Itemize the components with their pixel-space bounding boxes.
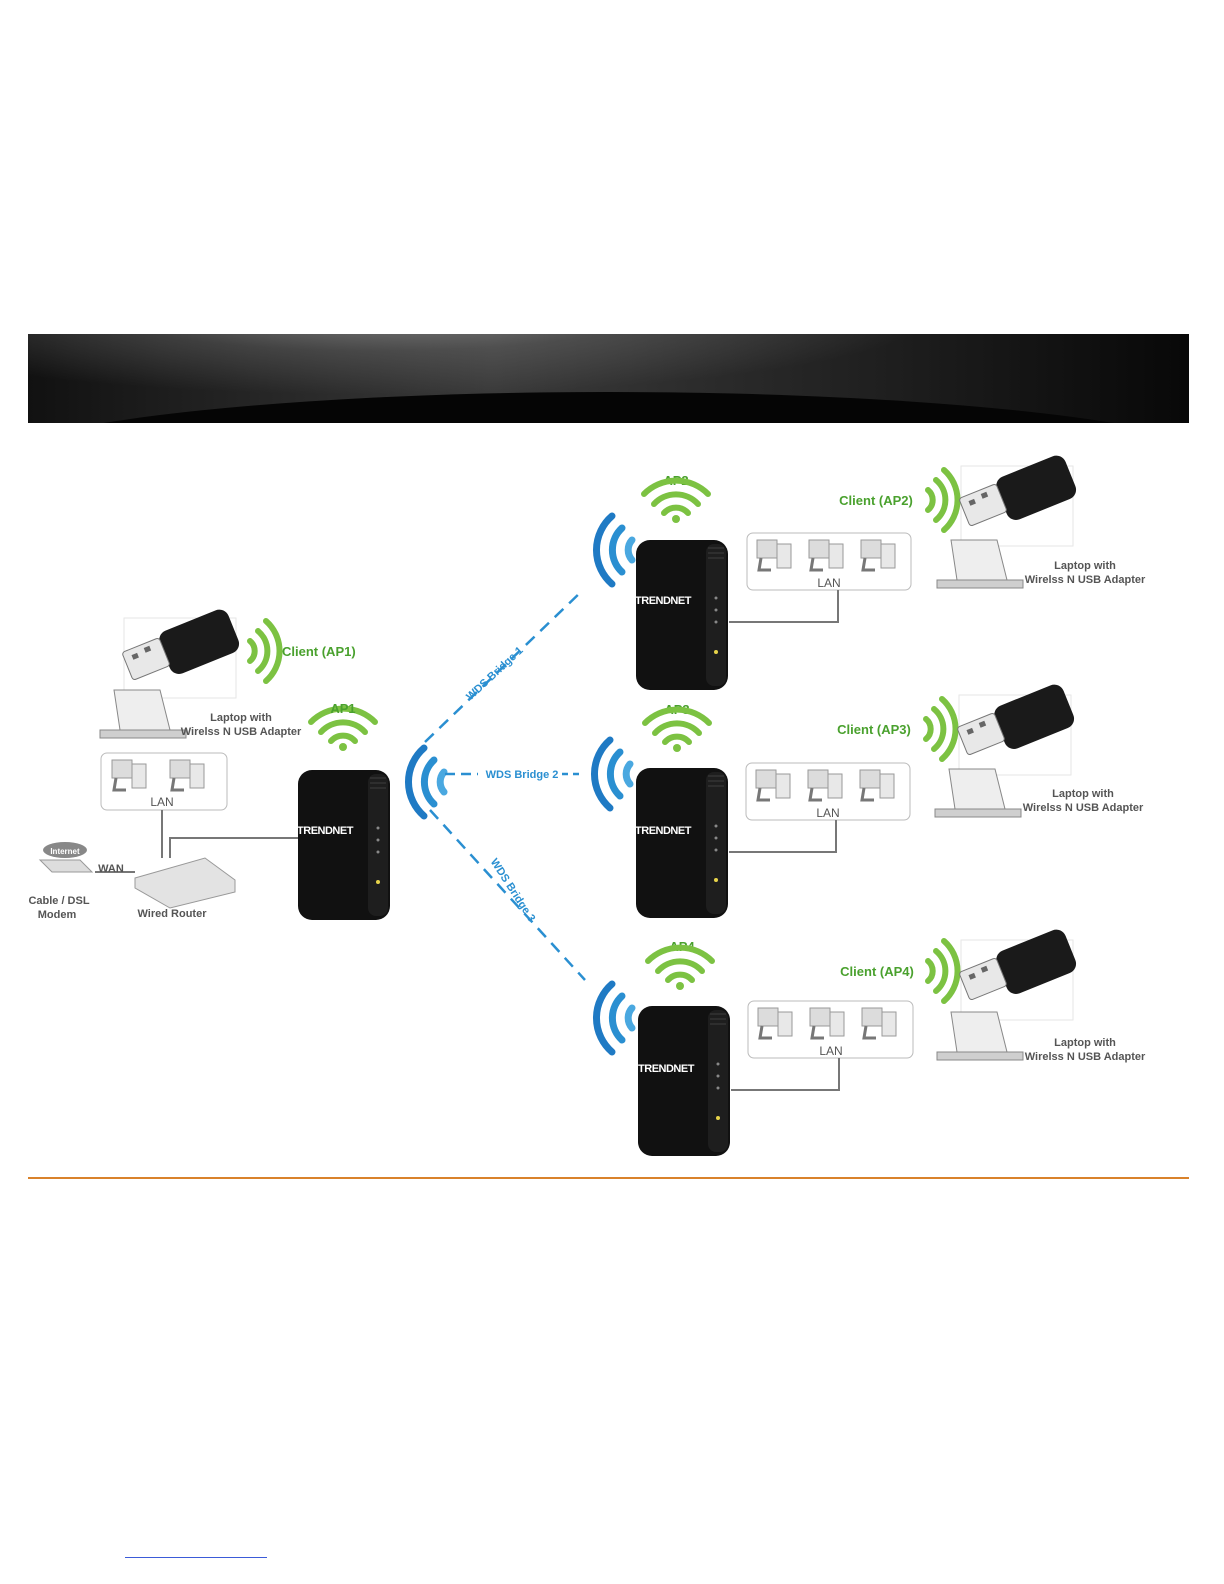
- router-brand-logo: TRENDNET: [638, 1063, 695, 1075]
- modem-label-line1: Cable / DSL: [28, 895, 89, 907]
- laptop-label-line1: Laptop with: [1054, 1037, 1116, 1049]
- laptop-label-line2: Wirelss N USB Adapter: [1025, 574, 1146, 586]
- laptop-label-line2: Wirelss N USB Adapter: [1025, 1051, 1146, 1063]
- bridge-signal-icon: [596, 984, 632, 1052]
- laptop-icon: [99, 689, 187, 739]
- ap1-label: AP1: [330, 701, 355, 716]
- usb-adapter-icon: [958, 452, 1080, 527]
- section-divider: [28, 1177, 1189, 1179]
- wifi-signal-icon: [928, 941, 958, 1001]
- laptop-label-line1: Laptop with: [210, 712, 272, 724]
- client-ap1-label: Client (AP1): [282, 644, 356, 659]
- wifi-signal-icon: [928, 470, 958, 530]
- footer-link-underline[interactable]: [125, 1557, 267, 1558]
- laptop-icon: [936, 1011, 1024, 1061]
- wds-bridge-3-line: [429, 809, 586, 981]
- wds-bridge-2-label: WDS Bridge 2: [486, 769, 559, 781]
- ap3-router: [635, 767, 729, 919]
- modem-label-line2: Modem: [38, 909, 77, 921]
- lan-label-ap2: LAN: [817, 576, 840, 590]
- laptop-label-line2: Wirelss N USB Adapter: [181, 726, 302, 738]
- router-brand-logo: TRENDNET: [297, 825, 354, 837]
- wired-router-icon: [134, 857, 236, 909]
- wds-network-diagram: Client (AP1) Laptop with Wirelss N USB A…: [28, 452, 1146, 1157]
- modem-icon: [38, 859, 94, 873]
- wds-bridge-3-label: WDS Bridge 3: [488, 857, 538, 925]
- client-ap3-label: Client (AP3): [837, 722, 911, 737]
- wan-label: WAN: [98, 863, 124, 875]
- wifi-signal-icon: [926, 699, 956, 759]
- router-brand-logo: TRENDNET: [635, 595, 692, 607]
- ap2-router: [635, 539, 729, 691]
- ap4-router: [637, 1005, 731, 1157]
- router-brand-logo: TRENDNET: [635, 825, 692, 837]
- laptop-icon: [936, 539, 1024, 589]
- usb-adapter-icon: [958, 926, 1080, 1001]
- laptop-label-line1: Laptop with: [1052, 788, 1114, 800]
- wds-bridge-1-line: [424, 589, 584, 743]
- laptop-label-line2: Wirelss N USB Adapter: [1023, 802, 1144, 814]
- wds-bridge-1-label: WDS Bridge 1: [464, 645, 525, 703]
- laptop-icon: [934, 768, 1022, 818]
- lan-label-ap4: LAN: [819, 1044, 842, 1058]
- laptop-label-line1: Laptop with: [1054, 560, 1116, 572]
- internet-cloud-icon: [43, 842, 87, 858]
- lan-label-ap1: LAN: [150, 795, 173, 809]
- bridge-signal-icon: [594, 740, 630, 808]
- client-ap2-label: Client (AP2): [839, 493, 913, 508]
- wifi-signal-icon: [250, 621, 280, 681]
- client-ap4-label: Client (AP4): [840, 964, 914, 979]
- ap1-router: [297, 769, 391, 921]
- usb-adapter-icon: [956, 681, 1078, 756]
- header-banner: [28, 334, 1189, 423]
- bridge-signal-icon: [596, 516, 632, 584]
- internet-label: Internet: [50, 847, 80, 856]
- lan-label-ap3: LAN: [816, 806, 839, 820]
- wired-router-label: Wired Router: [138, 908, 208, 920]
- bridge-signal-icon: [408, 748, 444, 816]
